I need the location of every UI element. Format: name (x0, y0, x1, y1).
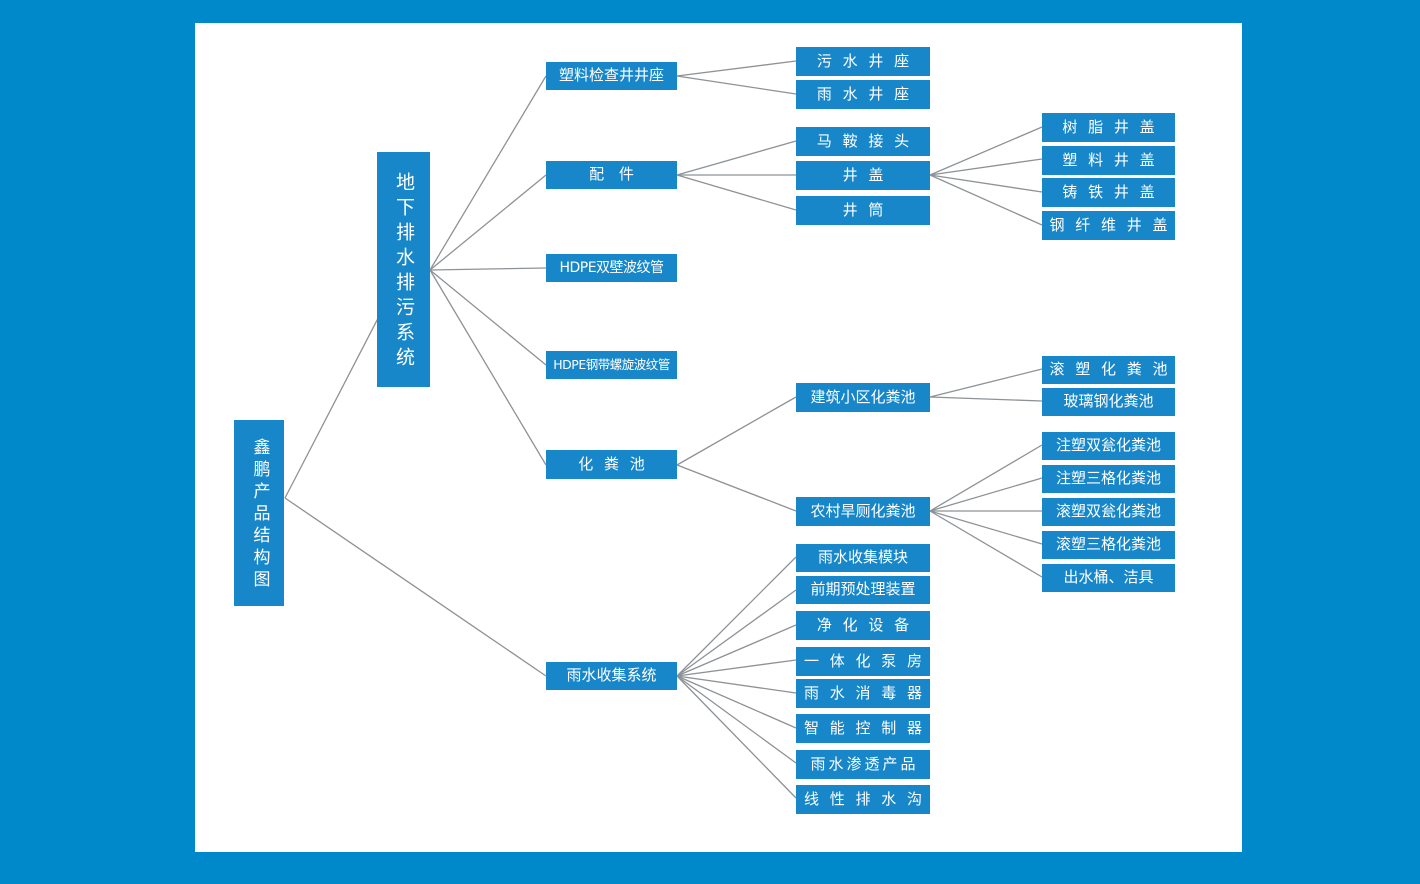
node-hdpe-double-wall-pipe[interactable]: HDPE双壁波纹管 (546, 254, 677, 282)
node-rainwater-system[interactable]: 雨水收集系统 (546, 662, 677, 690)
node-building-community-septic-tank[interactable]: 建筑小区化粪池 (796, 383, 930, 412)
node-injection-double-urn-septic-tank[interactable]: 注塑双瓮化粪池 (1042, 432, 1175, 460)
node-resin-well-cover[interactable]: 树 脂 井 盖 (1042, 113, 1175, 142)
node-frp-septic-tank[interactable]: 玻璃钢化粪池 (1042, 388, 1175, 416)
node-saddle-joint[interactable]: 马 鞍 接 头 (796, 127, 930, 156)
node-steel-fiber-well-cover[interactable]: 钢 纤 维 井 盖 (1042, 211, 1175, 240)
node-pre-treatment-device[interactable]: 前期预处理装置 (796, 576, 930, 604)
node-well-cover[interactable]: 井 盖 (796, 161, 930, 190)
node-integrated-pump-house[interactable]: 一 体 化 泵 房 (796, 647, 930, 676)
node-well-shaft[interactable]: 井 筒 (796, 196, 930, 225)
node-sewage-well-base[interactable]: 污 水 井 座 (796, 47, 930, 76)
node-rainwater-collection-module[interactable]: 雨水收集模块 (796, 544, 930, 572)
node-linear-drainage-channel[interactable]: 线 性 排 水 沟 (796, 785, 930, 814)
node-outlet-bucket-and-sanitary-ware[interactable]: 出水桶、洁具 (1042, 564, 1175, 592)
node-hdpe-steel-spiral-pipe[interactable]: HDPE钢带螺旋波纹管 (546, 351, 677, 379)
node-septic-tank[interactable]: 化 粪 池 (546, 450, 677, 479)
node-plastic-inspection-well-base[interactable]: 塑料检查井井座 (546, 62, 677, 90)
node-rainwater-disinfector[interactable]: 雨 水 消 毒 器 (796, 679, 930, 708)
node-plastic-well-cover[interactable]: 塑 料 井 盖 (1042, 146, 1175, 175)
node-purification-equipment[interactable]: 净 化 设 备 (796, 611, 930, 640)
root-node[interactable]: 鑫鹏产品结构图 (234, 420, 284, 606)
node-fittings[interactable]: 配 件 (546, 161, 677, 189)
node-rotomolded-double-urn-septic-tank[interactable]: 滚塑双瓮化粪池 (1042, 498, 1175, 526)
node-rainwater-permeation-product[interactable]: 雨水渗透产品 (796, 750, 930, 779)
node-rotomolded-septic-tank[interactable]: 滚 塑 化 粪 池 (1042, 356, 1175, 384)
node-rural-toilet-septic-tank[interactable]: 农村旱厕化粪池 (796, 497, 930, 526)
node-rainwater-well-base[interactable]: 雨 水 井 座 (796, 80, 930, 109)
node-underground-system[interactable]: 地下排水排污系统 (377, 152, 430, 387)
node-rotomolded-three-grid-septic-tank[interactable]: 滚塑三格化粪池 (1042, 531, 1175, 559)
node-smart-controller[interactable]: 智 能 控 制 器 (796, 714, 930, 743)
node-injection-three-grid-septic-tank[interactable]: 注塑三格化粪池 (1042, 465, 1175, 493)
node-cast-iron-well-cover[interactable]: 铸 铁 井 盖 (1042, 178, 1175, 207)
